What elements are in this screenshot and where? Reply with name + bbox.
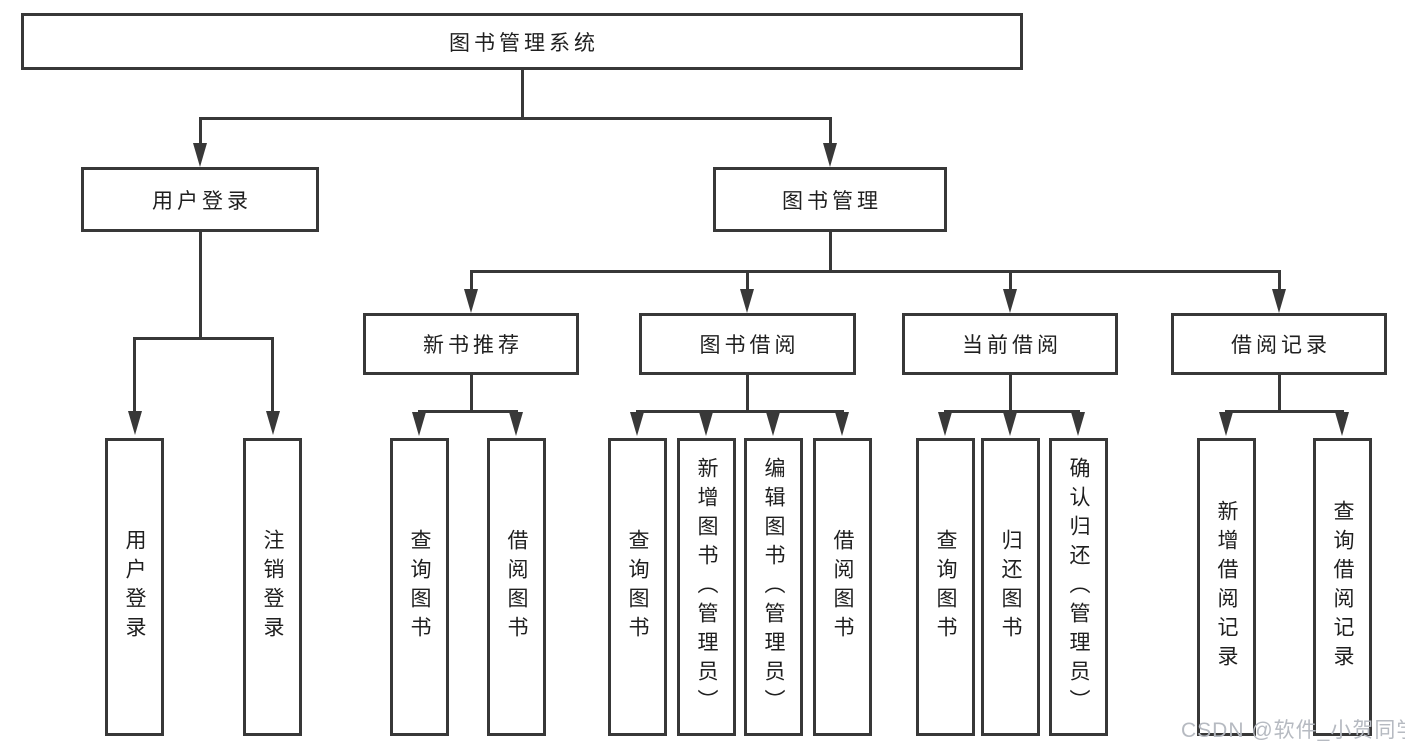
node-label: 图书借阅 [699,334,800,357]
node-borrowing-records: 借阅记录 [1171,313,1387,375]
node-query-books-recommend: 查询图书 [390,438,449,736]
node-query-borrow-record: 查询借阅记录 [1313,438,1372,736]
node-add-borrow-record: 新增借阅记录 [1197,438,1256,736]
node-label: 借阅图书 [505,529,528,645]
node-book-borrowing: 图书借阅 [639,313,856,375]
node-label: 注销登录 [261,529,284,645]
node-label: 图书管理 [782,189,882,213]
node-logout: 注销登录 [243,438,302,736]
connector-stub [133,337,136,413]
arrow-down-icon [1003,289,1017,313]
connector-stub [470,270,473,291]
connector-stub [199,117,202,145]
connector-current-vertical [1009,375,1012,410]
arrow-down-icon [1335,412,1349,436]
node-label: 用户登录 [123,529,146,645]
arrow-down-icon [509,412,523,436]
connector-bookmgmt-horizontal [470,270,1280,273]
arrow-down-icon [699,412,713,436]
connector-root-horizontal [199,117,832,120]
node-borrow-books-recommend: 借阅图书 [487,438,546,736]
node-label: 图书管理系统 [449,31,599,55]
arrow-down-icon [766,412,780,436]
node-new-book-recommendation: 新书推荐 [363,313,579,375]
node-current-borrowing: 当前借阅 [902,313,1118,375]
arrow-down-icon [823,143,837,167]
csdn-watermark: CSDN @软件_小贺同学 [1181,719,1405,742]
node-label: 查询借阅记录 [1331,500,1354,674]
connector-stub [1009,270,1012,291]
arrow-down-icon [412,412,426,436]
node-user-login: 用户登录 [81,167,319,232]
connector-stub [1278,270,1281,291]
node-add-books-admin: 新增图书（管理员） [677,438,736,736]
node-label: 查询图书 [408,529,431,645]
arrow-down-icon [1071,412,1085,436]
node-label: 新增借阅记录 [1215,500,1238,674]
arrow-down-icon [740,289,754,313]
connector-stub [746,270,749,291]
node-label: 用户登录 [152,189,252,213]
connector-stub [829,117,832,145]
node-label: 借阅图书 [831,529,854,645]
connector-records-vertical [1278,375,1281,410]
arrow-down-icon [835,412,849,436]
arrow-down-icon [464,289,478,313]
arrow-down-icon [266,411,280,435]
node-return-books: 归还图书 [981,438,1040,736]
connector-borrowing-horizontal [636,410,843,413]
node-label: 新书推荐 [423,334,523,357]
connector-records-horizontal [1225,410,1343,413]
node-library-management-system: 图书管理系统 [21,13,1023,70]
node-label: 借阅记录 [1231,334,1331,357]
arrow-down-icon [1272,289,1286,313]
arrow-down-icon [193,143,207,167]
connector-userlogin-horizontal [133,337,274,340]
connector-stub [271,337,274,413]
node-label: 归还图书 [999,529,1022,645]
node-query-books-borrowing: 查询图书 [608,438,667,736]
node-query-books-current: 查询图书 [916,438,975,736]
node-label: 确认归还（管理员） [1067,456,1090,718]
connector-userlogin-vertical [199,232,202,337]
node-confirm-return-admin: 确认归还（管理员） [1049,438,1108,736]
connector-recommend-vertical [470,375,473,410]
node-label: 编辑图书（管理员） [762,456,785,718]
connector-borrowing-vertical [746,375,749,410]
connector-root-vertical [521,70,524,117]
connector-recommend-horizontal [418,410,518,413]
node-edit-books-admin: 编辑图书（管理员） [744,438,803,736]
arrow-down-icon [1219,412,1233,436]
node-borrow-books-borrowing: 借阅图书 [813,438,872,736]
node-user-login-leaf: 用户登录 [105,438,164,736]
arrow-down-icon [630,412,644,436]
node-book-management: 图书管理 [713,167,947,232]
arrow-down-icon [128,411,142,435]
node-label: 当前借阅 [962,334,1062,357]
connector-current-horizontal [944,410,1080,413]
arrow-down-icon [938,412,952,436]
node-label: 新增图书（管理员） [695,456,718,718]
connector-bookmgmt-vertical [829,232,832,270]
node-label: 查询图书 [626,529,649,645]
arrow-down-icon [1003,412,1017,436]
node-label: 查询图书 [934,529,957,645]
